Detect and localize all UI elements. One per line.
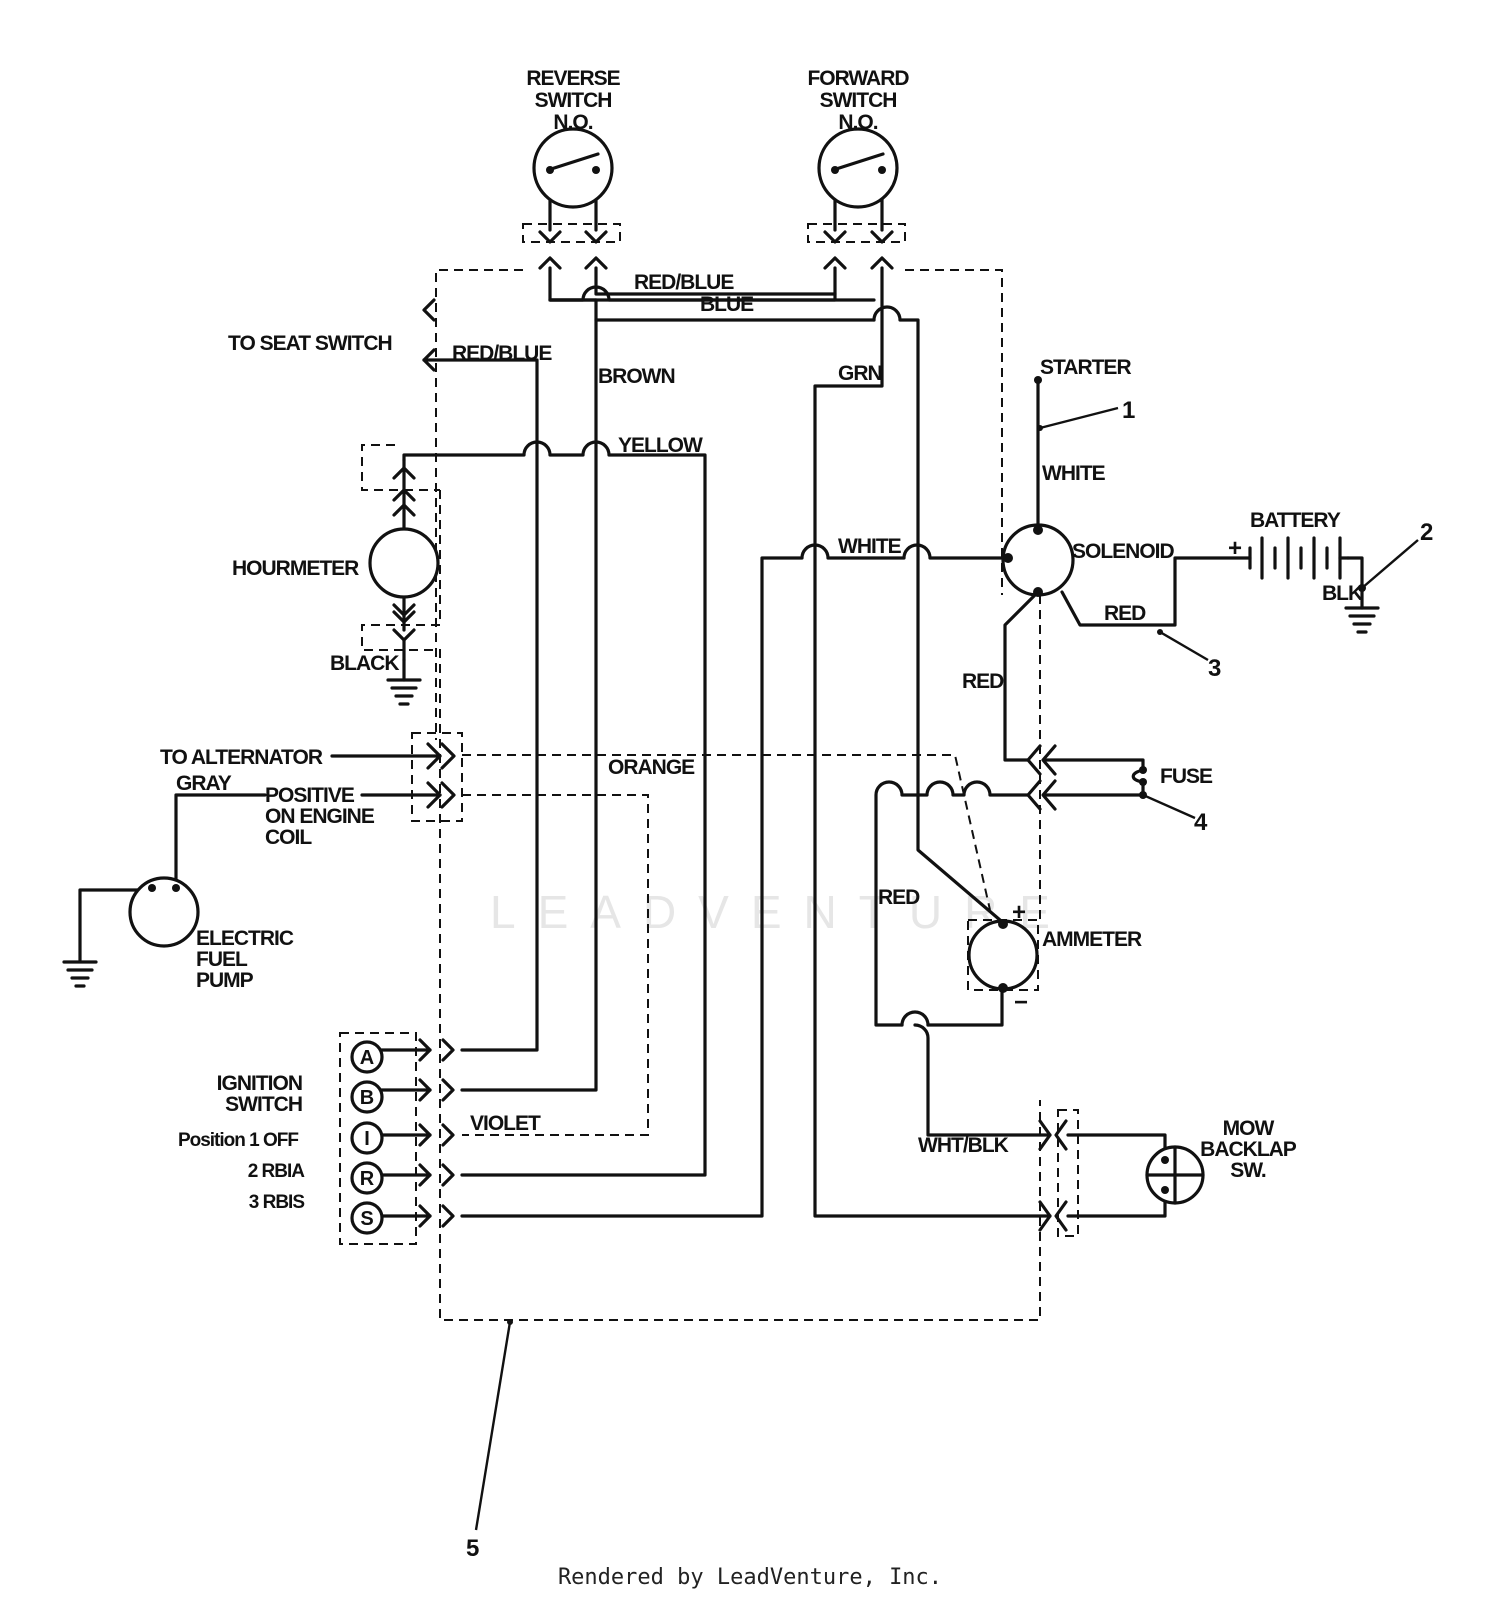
svg-text:PUMP: PUMP (196, 969, 254, 992)
reverse-switch: REVERSE SWITCH N.O. (526, 67, 622, 209)
svg-text:COIL: COIL (265, 826, 312, 849)
svg-text:FUSE: FUSE (1160, 765, 1213, 788)
svg-text:RED/BLUE: RED/BLUE (452, 342, 552, 365)
svg-text:ELECTRIC: ELECTRIC (196, 927, 294, 950)
svg-text:GRN: GRN (838, 362, 882, 385)
svg-text:SWITCH: SWITCH (225, 1093, 302, 1116)
svg-text:BROWN: BROWN (598, 365, 675, 388)
svg-text:BLACK: BLACK (330, 652, 399, 675)
svg-text:2 RBIA: 2 RBIA (248, 1161, 306, 1182)
svg-text:RED: RED (878, 886, 920, 909)
svg-text:HOURMETER: HOURMETER (232, 557, 359, 580)
electric-fuel-pump: ELECTRIC FUEL PUMP (128, 876, 295, 992)
harness-outline (339, 223, 1079, 1321)
svg-text:WHITE: WHITE (838, 535, 902, 558)
wires (78, 168, 1364, 1218)
svg-text:TO SEAT SWITCH: TO SEAT SWITCH (228, 332, 392, 355)
svg-text:N.O.: N.O. (838, 111, 877, 134)
svg-text:+: + (1228, 535, 1242, 562)
svg-text:IGNITION: IGNITION (217, 1072, 302, 1095)
svg-text:3: 3 (1208, 655, 1221, 682)
svg-text:A: A (360, 1047, 374, 1069)
svg-text:SWITCH: SWITCH (820, 89, 897, 112)
svg-text:GRAY: GRAY (176, 772, 232, 795)
battery: BATTERY + (1228, 509, 1350, 580)
solenoid: SOLENOID STARTER (1001, 356, 1176, 597)
svg-text:Position 1 OFF: Position 1 OFF (178, 1130, 298, 1151)
wire-labels: RED/BLUE BLUE TO SEAT SWITCH RED/BLUE BR… (160, 271, 1364, 1157)
svg-text:SWITCH: SWITCH (535, 89, 612, 112)
mow-backlap-switch: MOW BACKLAP SW. (1145, 1117, 1298, 1205)
svg-text:ORANGE: ORANGE (608, 756, 695, 779)
svg-text:SW.: SW. (1230, 1159, 1266, 1182)
svg-text:N.O.: N.O. (553, 111, 592, 134)
watermark: LEADVENTURE (490, 886, 1072, 938)
svg-text:RED/BLUE: RED/BLUE (634, 271, 734, 294)
svg-text:BLUE: BLUE (700, 293, 754, 316)
svg-text:ON ENGINE: ON ENGINE (265, 805, 375, 828)
fuse: FUSE (1131, 765, 1214, 788)
svg-text:4: 4 (1194, 809, 1208, 836)
svg-text:POSITIVE: POSITIVE (265, 784, 355, 807)
svg-text:RED: RED (962, 670, 1004, 693)
footer-credit: Rendered by LeadVenture, Inc. (557, 1565, 943, 1590)
svg-text:RED: RED (1104, 602, 1146, 625)
svg-text:1: 1 (1122, 397, 1135, 424)
svg-text:REVERSE: REVERSE (526, 67, 620, 90)
svg-text:BACKLAP: BACKLAP (1200, 1138, 1297, 1161)
svg-text:MOW: MOW (1223, 1117, 1275, 1140)
svg-text:−: − (1014, 989, 1028, 1016)
svg-text:SOLENOID: SOLENOID (1072, 540, 1175, 563)
svg-text:FUEL: FUEL (196, 948, 248, 971)
svg-text:S: S (360, 1208, 373, 1230)
svg-text:AMMETER: AMMETER (1042, 928, 1142, 951)
ignition-switch: A B I R S IGNITION SWITCH Position 1 OFF… (178, 1040, 384, 1235)
ammeter: + − AMMETER (967, 899, 1143, 1016)
svg-text:I: I (364, 1128, 370, 1150)
svg-text:3 RBIS: 3 RBIS (249, 1192, 305, 1213)
callouts: 1 2 3 4 5 (466, 397, 1433, 1562)
svg-text:WHT/BLK: WHT/BLK (918, 1134, 1009, 1157)
connector-chevrons (392, 230, 1068, 1232)
ground-symbol-fuel-pump (62, 960, 98, 988)
ground-symbol-hourmeter (386, 658, 422, 706)
svg-text:BLK: BLK (1322, 582, 1363, 605)
svg-text:R: R (360, 1168, 375, 1190)
svg-text:TO ALTERNATOR: TO ALTERNATOR (160, 746, 323, 769)
svg-text:YELLOW: YELLOW (618, 434, 703, 457)
hourmeter: HOURMETER (232, 503, 440, 624)
forward-switch: FORWARD SWITCH N.O. (807, 67, 910, 209)
svg-text:B: B (360, 1087, 374, 1109)
svg-text:5: 5 (466, 1535, 479, 1562)
svg-text:BATTERY: BATTERY (1250, 509, 1341, 532)
svg-text:STARTER: STARTER (1040, 356, 1131, 379)
svg-text:WHITE: WHITE (1042, 462, 1106, 485)
svg-text:2: 2 (1420, 519, 1433, 546)
svg-text:+: + (1012, 899, 1026, 926)
svg-text:VIOLET: VIOLET (470, 1112, 541, 1135)
svg-text:FORWARD: FORWARD (807, 67, 909, 90)
